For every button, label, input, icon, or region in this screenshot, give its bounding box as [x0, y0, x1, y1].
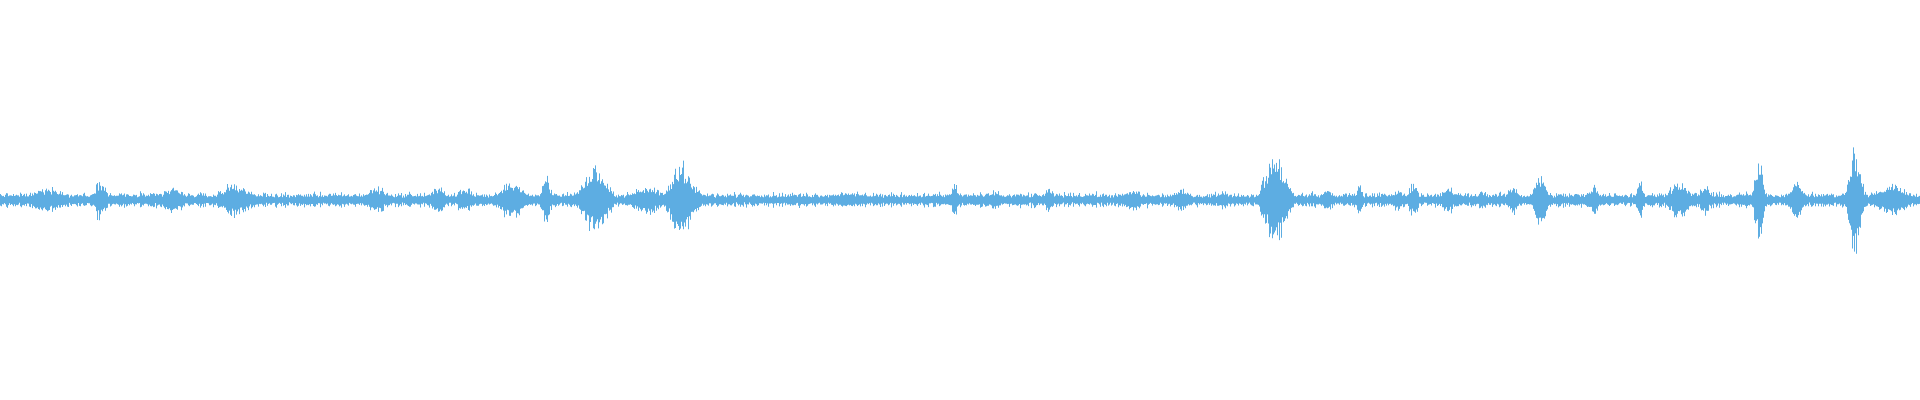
waveform-signal	[0, 147, 1920, 254]
